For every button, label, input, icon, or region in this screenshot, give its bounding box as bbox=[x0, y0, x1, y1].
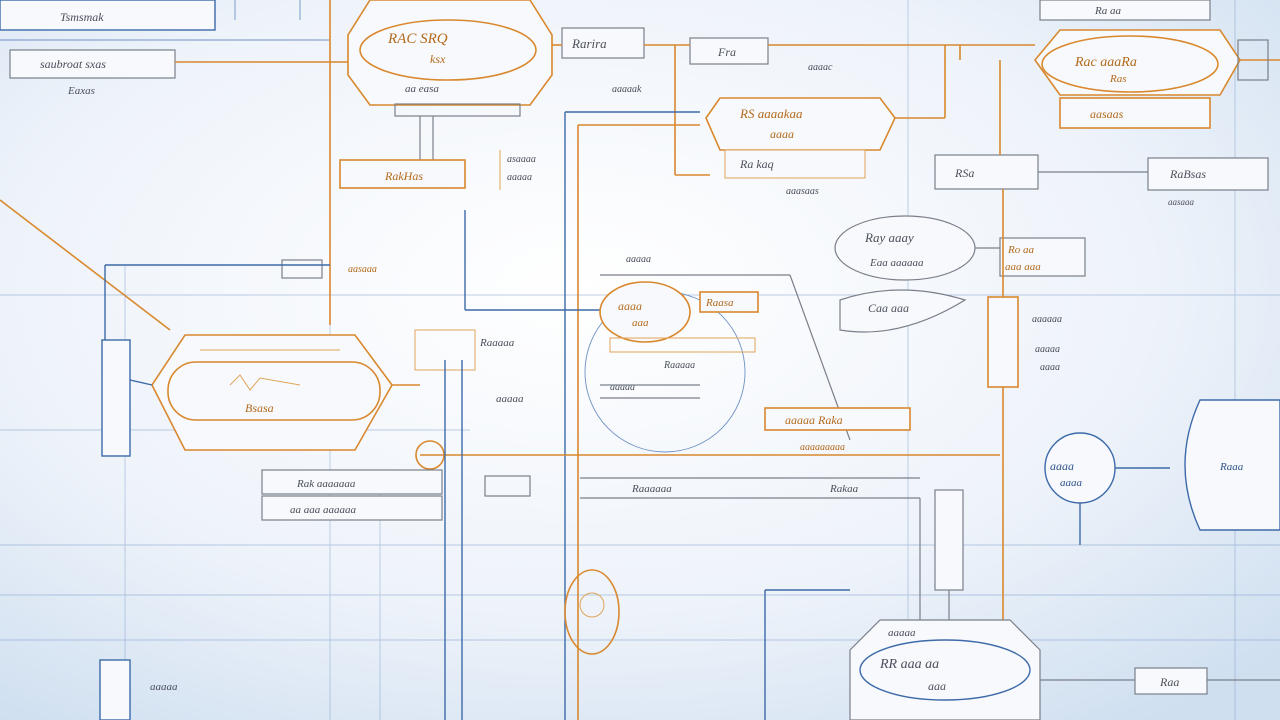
mid-vessel-label-1: RS aaaakaa bbox=[739, 106, 803, 121]
left-note-1: Raaaaa bbox=[479, 337, 515, 349]
bottom-row-label-1: Rak aaaaaaa bbox=[296, 478, 356, 490]
box-rarira-label: Rarira bbox=[571, 36, 607, 51]
right-col-label-1: aaaaaa bbox=[1032, 314, 1062, 325]
mid-vessel-bottom-label: Ra kaq bbox=[739, 157, 774, 171]
left-notes: Raaaaa aaaaa bbox=[414, 329, 1000, 720]
box-rabsas-label: RaBsas bbox=[1169, 167, 1206, 181]
circle-right-label-1: aaaa bbox=[1050, 459, 1074, 473]
mid-caption: aaasaas bbox=[786, 186, 819, 197]
bottom-right-box-label: Raa bbox=[1159, 675, 1179, 689]
mid-vessel-label-2: aaaa bbox=[770, 127, 794, 141]
right-boxes: RSa RaBsas aasaaa bbox=[934, 60, 1269, 207]
bottom-mid-label-2: Rakaa bbox=[829, 483, 859, 495]
right-circle-group: aaaa aaaa Raaa bbox=[1044, 399, 1280, 545]
bottom-vessel-label-2: aaa bbox=[928, 679, 946, 693]
bottom-row-label-2: aa aaa aaaaaa bbox=[290, 504, 357, 516]
top-vessel-label-2: ksx bbox=[430, 52, 446, 66]
drum-right-label-2: aaa aaa bbox=[1005, 261, 1041, 273]
bar-text-1: aaaaa Raka bbox=[785, 413, 843, 427]
top-right-vessel: Ra aa Rac aaaRa Ras aasaas bbox=[959, 0, 1280, 129]
center-row-label-2: aaaaa bbox=[610, 382, 635, 393]
bottom-left-rows: Rak aaaaaaa aa aaa aaaaaa aaaaa bbox=[99, 469, 531, 720]
bottom-mid-label-1: Raaaaaa bbox=[631, 483, 672, 495]
left-vessel: Bsasa bbox=[101, 264, 420, 457]
tl-box bbox=[9, 49, 176, 79]
notes-label-3: aaaaa bbox=[507, 172, 532, 183]
center-tag-label: Raasa bbox=[705, 297, 734, 309]
box-rsa-label: RSa bbox=[954, 166, 974, 180]
drum-right-label-1: Ro aa bbox=[1007, 244, 1034, 256]
notes-label-2: asaaaa bbox=[507, 154, 536, 165]
left-vessel-label: Bsasa bbox=[245, 401, 274, 415]
tr-vessel-label-3: Ra aa bbox=[1094, 5, 1121, 17]
drum-label-2: Eaa aaaaaa bbox=[869, 257, 924, 269]
small-label-a: aaaac bbox=[808, 62, 833, 73]
mid-top-vessel: RS aaaakaa aaaa Ra kaq aaasaas bbox=[705, 45, 946, 197]
box-fra-label: Fra bbox=[717, 45, 736, 59]
bottom-vessel-label-1: RR aaa aa bbox=[879, 657, 939, 672]
wedge-label: Caa aaa bbox=[868, 301, 909, 315]
center-note-label: aaaaa bbox=[626, 254, 651, 265]
top-vessel: RAC SRQ ksx aa easa bbox=[347, 0, 553, 160]
center-row-label-1: Raaaaa bbox=[663, 360, 695, 371]
top-left-group: Tsmsmak saubroat sxas Eaxas bbox=[0, 0, 350, 97]
tr-vessel-label-2: Ras bbox=[1109, 73, 1127, 85]
tl-top-box bbox=[0, 0, 216, 31]
tr-sub-label: aasaas bbox=[1090, 107, 1124, 121]
right-col-label-3: aaaa bbox=[1040, 362, 1060, 373]
right-edge-label: Raaa bbox=[1219, 461, 1244, 473]
top-vessel-label-1: RAC SRQ bbox=[387, 31, 448, 47]
tl-top-label: Tsmsmak bbox=[60, 10, 104, 24]
small-label-b: aaaaak bbox=[612, 84, 642, 95]
drum-label-1: Ray aaay bbox=[864, 230, 914, 245]
bottom-vessel: RR aaa aa aaa aaaaa Raa bbox=[764, 489, 1280, 720]
left-tag-label: aasaaa bbox=[348, 264, 377, 275]
notes-label-1: aasaaa bbox=[1168, 197, 1195, 207]
top-middle-boxes: Rarira Fra aaaac aaaaak bbox=[552, 27, 960, 720]
tl-box-label: saubroat sxas bbox=[40, 57, 106, 71]
center-area: aaaa aaa Raasa aaaaa Raaaaa aaaaa aaaaa … bbox=[564, 254, 921, 720]
circle-right-label-2: aaaa bbox=[1060, 477, 1083, 489]
left-note-2: aaaaa bbox=[496, 393, 524, 405]
top-vessel-bottom-label: aa easa bbox=[405, 83, 439, 95]
tr-vessel-label-1: Rac aaaRa bbox=[1074, 55, 1137, 70]
center-circle-label-1: aaaa bbox=[618, 299, 642, 313]
center-circle-label-2: aaa bbox=[632, 317, 649, 329]
bottom-vessel-top-label: aaaaa bbox=[888, 627, 916, 639]
right-col-label-2: aaaaa bbox=[1035, 344, 1060, 355]
box-rakhas-label: RakHas bbox=[384, 169, 423, 183]
right-middle-drums: Ray aaay Eaa aaaaaa Ro aa aaa aaa Caa aa… bbox=[834, 189, 1086, 640]
bottom-left-label: aaaaa bbox=[150, 681, 178, 693]
bar-text-2: aaaaaaaaa bbox=[800, 442, 845, 453]
tl-sub-label: Eaxas bbox=[67, 85, 95, 97]
